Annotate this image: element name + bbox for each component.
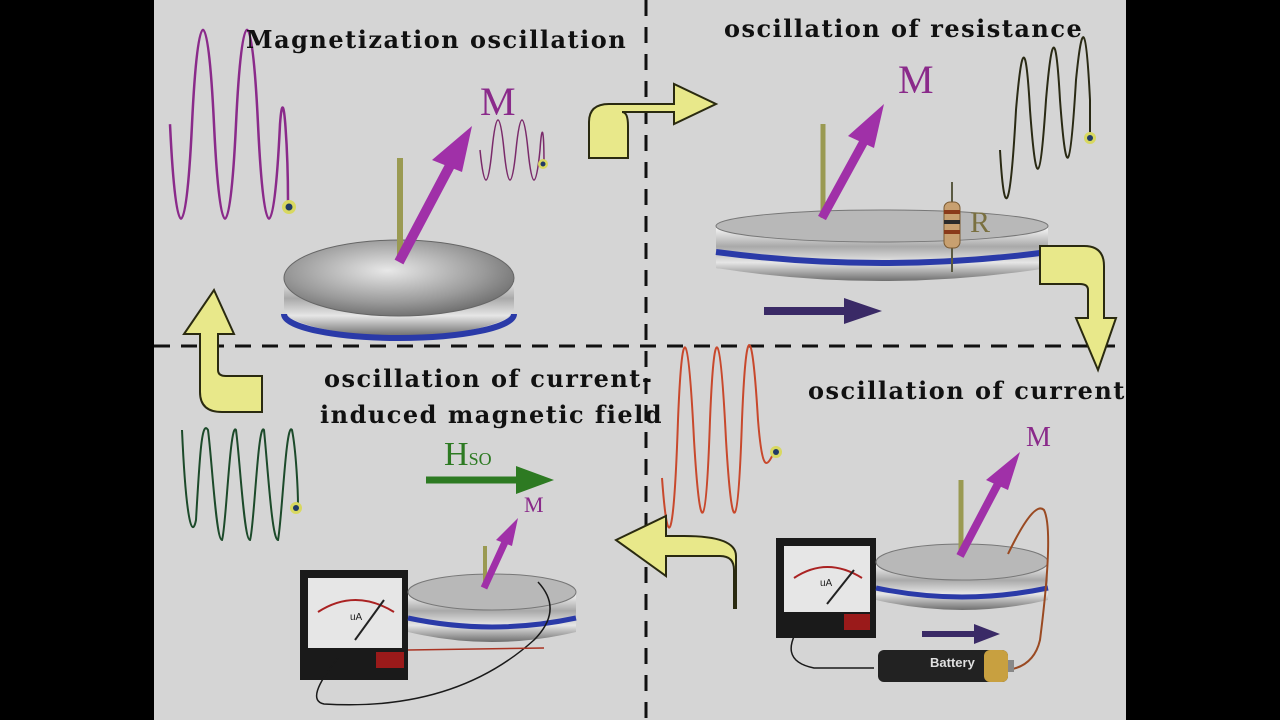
title-field-line1: oscillation of current- (324, 364, 654, 393)
battery-label: Battery (930, 655, 975, 670)
diagram-graphics (154, 0, 1126, 720)
magnetization-vector-4-icon (480, 538, 510, 590)
title-resistance: oscillation of resistance (724, 14, 1084, 43)
title-magnetization: Magnetization oscillation (246, 25, 628, 54)
resistance-disk (715, 209, 1049, 281)
cycle-arrow-4-icon (182, 287, 263, 413)
field-label: HSO (444, 436, 492, 474)
current-wave (661, 344, 775, 529)
field-label-h: H (444, 436, 469, 473)
title-field-line2: induced magnetic field (320, 400, 664, 429)
vector-label-m3: M (1026, 422, 1051, 453)
meter-unit-1: uA (820, 578, 833, 589)
free-layer-disk (281, 239, 517, 341)
magnetization-vector-icon (394, 155, 459, 265)
magnetization-vector-2-icon (818, 131, 872, 221)
cycle-arrow-1-icon (588, 82, 719, 159)
field-label-subscript: SO (468, 449, 492, 469)
magnetization-vector-3-icon (956, 478, 1004, 558)
magnetization-wave-small (479, 119, 545, 181)
field-wave (181, 427, 299, 542)
vector-label-m4: M (524, 492, 544, 517)
diagram-canvas: Magnetization oscillation M oscillation … (154, 0, 1126, 720)
resistor-label: R (970, 206, 991, 239)
ammeter-icon (776, 538, 876, 638)
meter-unit-2: uA (350, 612, 363, 623)
resistor-icon (943, 182, 961, 272)
cycle-arrow-2-icon (1039, 245, 1118, 373)
ammeter-2-icon (300, 570, 408, 680)
magnetization-wave-large (168, 28, 290, 220)
title-current: oscillation of current (808, 376, 1126, 405)
vector-label-m2: M (898, 57, 934, 102)
resistance-wave (999, 36, 1091, 200)
cycle-arrow-3-icon (614, 514, 737, 609)
field-disk (407, 573, 577, 642)
battery-icon (878, 650, 1014, 682)
vector-label-m1: M (480, 79, 516, 124)
